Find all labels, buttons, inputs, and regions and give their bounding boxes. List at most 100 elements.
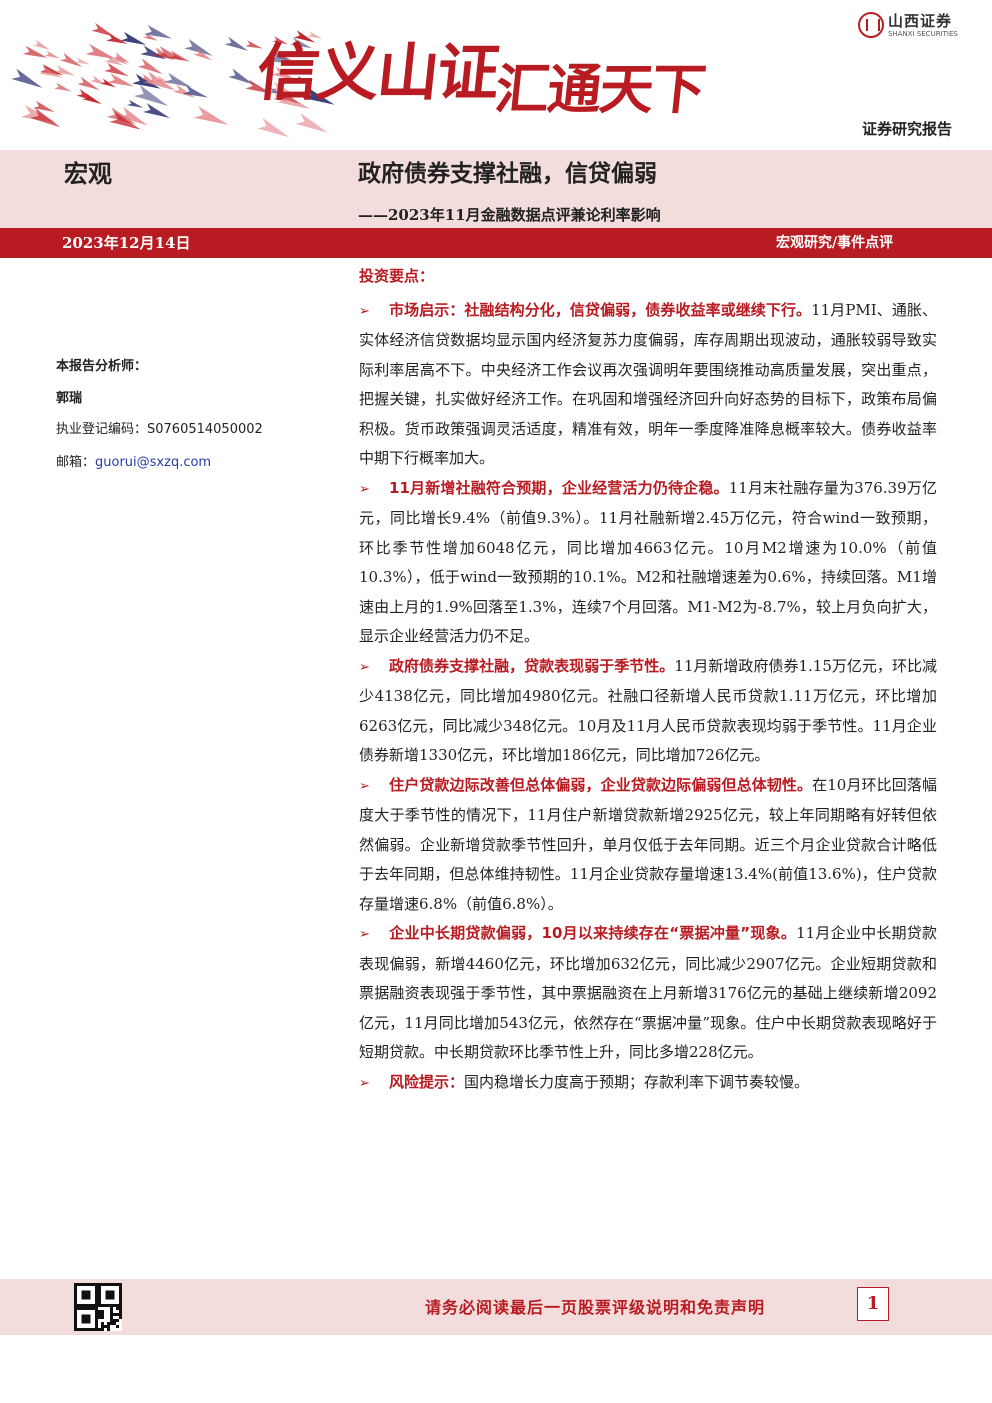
bullet-lead: 11月新增社融符合预期，企业经营活力仍待企稳。 (389, 478, 729, 497)
arrow-shape (140, 73, 155, 83)
bullet-point: ➢市场启示：社融结构分化，信贷偏弱，债券收益率或继续下行。11月PMI、通胀、实… (359, 296, 937, 474)
report-type: 证券研究报告 (862, 120, 953, 138)
analyst-label: 本报告分析师： (56, 359, 148, 374)
arrow-shape (272, 93, 288, 102)
arrow-shape (272, 66, 297, 81)
arrow-shape (54, 65, 76, 76)
qr-module (98, 1328, 101, 1331)
company-name-en: SHANXI SECURITIES (888, 30, 958, 38)
qr-module (119, 1307, 122, 1310)
arrow-shape (120, 31, 147, 46)
arrow-shape (54, 82, 72, 92)
qr-finder (98, 1283, 122, 1307)
slogan-part1: 信义山证 (253, 36, 502, 109)
qr-module (110, 1319, 113, 1322)
arrow-shape (134, 84, 169, 107)
arrow-bullet-icon: ➢ (359, 778, 370, 794)
arrow-shape (193, 48, 213, 61)
arrow-shape (143, 103, 170, 118)
qr-finder (74, 1283, 98, 1307)
arrow-shape (277, 91, 311, 110)
qr-module (116, 1307, 119, 1310)
qr-module (116, 1313, 119, 1316)
company-logo: 山西证券 SHANXI SECURITIES (858, 10, 968, 44)
arrow-shape (104, 55, 124, 66)
arrow-shape (33, 39, 50, 50)
arrow-shape (137, 58, 163, 75)
arrow-shape (33, 100, 55, 112)
qr-code-icon[interactable] (74, 1283, 122, 1331)
arrow-shape (152, 47, 175, 61)
qr-module (101, 1328, 104, 1331)
page-number: 1 (857, 1287, 889, 1321)
arrow-shape (85, 43, 117, 60)
arrow-shape (82, 92, 102, 105)
arrow-shape (193, 106, 229, 125)
bullet-point: ➢政府债券支撑社融，贷款表现弱于季节性。11月新增政府债券1.15万亿元，环比减… (359, 652, 937, 771)
title-band (0, 150, 992, 228)
arrow-shape (228, 68, 254, 85)
qr-module (98, 1313, 101, 1316)
arrow-shape (90, 75, 107, 86)
arrow-bullet-icon: ➢ (359, 659, 370, 675)
arrow-shape (245, 40, 263, 49)
arrow-shape (245, 79, 273, 94)
email-link[interactable]: guorui@sxzq.com (95, 455, 212, 470)
qr-module (98, 1310, 101, 1313)
qr-module (101, 1325, 104, 1328)
arrow-shape (302, 87, 335, 105)
arrow-shape (270, 81, 294, 94)
report-subtitle: ——2023年11月金融数据点评兼论利率影响 (358, 206, 661, 224)
arrow-shape (269, 87, 284, 95)
qr-module (113, 1322, 116, 1325)
qr-module (101, 1322, 104, 1325)
highlights-heading: 投资要点： (359, 267, 435, 285)
investment-highlights: 投资要点： ➢市场启示：社融结构分化，信贷偏弱，债券收益率或继续下行。11月PM… (359, 262, 937, 1098)
arrow-bullet-icon: ➢ (359, 1075, 370, 1091)
bullet-text: 11月企业中长期贷款表现偏弱，新增4460亿元，环比增加632亿元，同比减少29… (359, 924, 937, 1061)
arrow-shape (44, 50, 60, 59)
arrow-shape (107, 73, 135, 87)
arrow-shape (59, 52, 83, 68)
qr-module (119, 1316, 122, 1319)
arrow-shape (106, 107, 137, 125)
bullet-point: ➢企业中长期贷款偏弱，10月以来持续存在“票据冲量”现象。11月企业中长期贷款表… (359, 919, 937, 1068)
arrow-shape (144, 24, 173, 39)
email-label: 邮箱： (56, 455, 96, 470)
qr-module (101, 1313, 104, 1316)
arrow-shape (91, 22, 115, 37)
qr-module (107, 1322, 110, 1325)
analyst-name: 郭瑞 (56, 391, 83, 406)
arrow-shape (118, 106, 148, 126)
arrow-shape (293, 30, 316, 43)
arrow-shape (257, 117, 290, 138)
bullet-lead: 企业中长期贷款偏弱，10月以来持续存在“票据冲量”现象。 (389, 924, 797, 942)
header-banner (11, 22, 335, 138)
bullet-text: 11月新增政府债券1.15万亿元，环比减少4138亿元，同比增加4980亿元。社… (359, 656, 937, 765)
arrow-shape (109, 111, 141, 130)
arrow-shape (290, 37, 313, 49)
arrow-shape (100, 78, 116, 88)
slogan: 信义山证汇通天下 (253, 22, 710, 121)
arrow-shape (142, 71, 176, 91)
qr-module (113, 1313, 116, 1316)
qr-module (110, 1307, 113, 1310)
qr-module (98, 1316, 101, 1319)
arrow-shape (164, 72, 192, 88)
document-type: 宏观研究/事件点评 (776, 235, 894, 251)
arrow-shape (22, 45, 48, 58)
report-category: 宏观 (64, 160, 112, 188)
arrow-shape (224, 36, 249, 51)
report-title: 政府债券支撑社融，信贷偏弱 (358, 161, 657, 187)
bullet-point: ➢11月新增社融符合预期，企业经营活力仍待企稳。11月末社融存量为376.39万… (359, 474, 937, 652)
arrow-shape (29, 107, 61, 128)
arrow-shape (183, 85, 208, 98)
qr-finder-core (105, 1290, 115, 1300)
qr-module (116, 1325, 119, 1328)
arrow-shape (77, 76, 100, 91)
bullet-text: 国内稳增长力度高于预期；存款利率下调节奏较慢。 (464, 1072, 810, 1091)
qr-module (104, 1325, 107, 1328)
bullet-text: 11月PMI、通胀、实体经济信贷数据均显示国内经济复苏力度偏弱，库存周期出现波动… (359, 300, 937, 468)
arrow-bullet-icon: ➢ (359, 303, 370, 319)
qr-module (119, 1310, 122, 1313)
